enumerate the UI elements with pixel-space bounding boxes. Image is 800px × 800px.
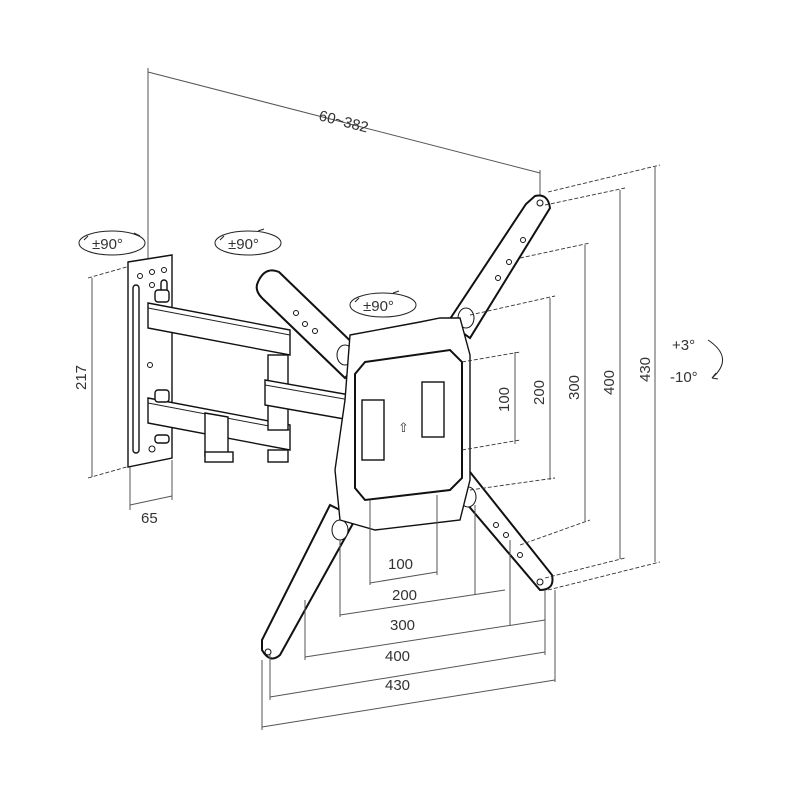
tilt-down-label: -10° bbox=[670, 369, 698, 386]
plate-rotation-badge: ±90° bbox=[349, 290, 417, 318]
vesa-vertical-100: 100 bbox=[496, 387, 513, 412]
vesa-vertical-430: 430 bbox=[637, 357, 654, 382]
vesa-horizontal-300: 300 bbox=[390, 617, 415, 634]
wall-plate-depth-dimension: 65 bbox=[129, 460, 173, 527]
vesa-horizontal-430: 430 bbox=[385, 677, 410, 694]
wall-swivel-badge: ±90° bbox=[78, 230, 146, 256]
arm-extension-label: 60~382 bbox=[317, 107, 370, 136]
vesa-horizontal-dimensions: 100 200 300 400 430 bbox=[261, 495, 556, 730]
wall-swivel-label: ±90° bbox=[92, 236, 123, 253]
tilt-up-label: +3° bbox=[672, 337, 695, 354]
wall-plate-height-label: 217 bbox=[73, 365, 90, 390]
arm-extension-dimension: 60~382 bbox=[147, 68, 541, 262]
vesa-horizontal-400: 400 bbox=[385, 648, 410, 665]
vesa-vertical-dimensions: 100 200 300 400 430 bbox=[461, 164, 661, 591]
vesa-horizontal-200: 200 bbox=[392, 587, 417, 604]
tilt-indicator: +3° -10° bbox=[670, 337, 723, 386]
center-plate: ⇧ bbox=[334, 317, 471, 531]
up-arrow-icon: ⇧ bbox=[398, 420, 409, 435]
swing-arms bbox=[147, 289, 351, 463]
wall-plate-depth-label: 65 bbox=[141, 510, 158, 527]
vesa-vertical-200: 200 bbox=[531, 380, 548, 405]
wall-plate-height-dimension: 217 bbox=[73, 265, 131, 479]
plate-rotation-label: ±90° bbox=[363, 298, 394, 315]
arm-swivel-label: ±90° bbox=[228, 236, 259, 253]
vesa-horizontal-100: 100 bbox=[388, 556, 413, 573]
vesa-bracket-arms bbox=[255, 194, 554, 660]
vesa-vertical-400: 400 bbox=[601, 370, 618, 395]
vesa-vertical-300: 300 bbox=[566, 375, 583, 400]
arm-swivel-badge: ±90° bbox=[214, 228, 282, 256]
